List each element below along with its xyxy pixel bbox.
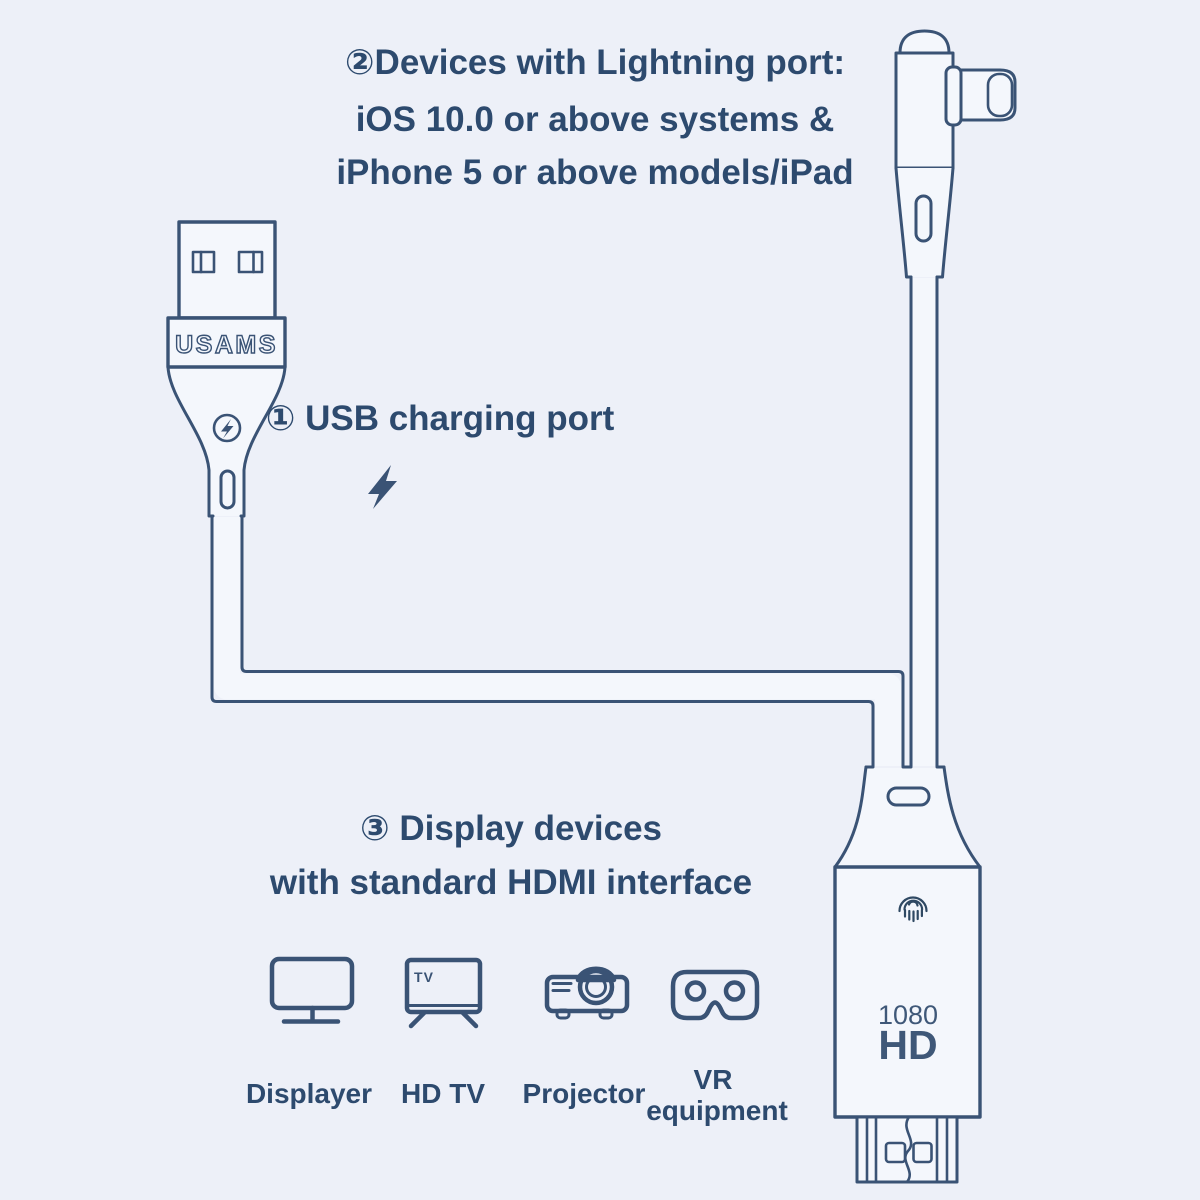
callout-usb-charging-port: ① USB charging port <box>266 399 615 509</box>
projector-foot-right <box>598 1008 614 1020</box>
projector-lens-inner <box>585 976 607 998</box>
hdtv-label: HD TV <box>401 1078 485 1109</box>
hdtv-leg-left <box>408 1010 427 1029</box>
callout-lightning-devices: ②Devices with Lightning port: iOS 10.0 o… <box>336 43 853 192</box>
usb-cable <box>210 514 905 768</box>
usb-pin-slot-left <box>191 250 216 274</box>
lightning-lower-left-edge <box>894 166 913 279</box>
callout-lightning-line1: ②Devices with Lightning port: <box>345 43 845 82</box>
callout-display-devices: ③ Display devices with standard HDMI int… <box>269 809 752 902</box>
callout-lightning-line3: iPhone 5 or above models/iPad <box>336 153 853 192</box>
usb-cable-inner-edge <box>240 514 905 768</box>
hdmi-1080-text: 1080 <box>878 1000 938 1030</box>
projector-foot-left <box>555 1008 571 1020</box>
hdmi-neck-right-edge <box>942 765 982 869</box>
hdmi-neck-left-edge <box>833 765 868 869</box>
usb-bolt-icon <box>221 419 234 439</box>
lightning-lower-body <box>896 168 953 277</box>
fingerprint-icon <box>898 896 928 923</box>
lightning-upper-body <box>894 51 955 170</box>
hdmi-plug-ridges <box>865 1115 949 1184</box>
callout-lightning-line2: iOS 10.0 or above systems & <box>356 100 835 139</box>
usb-neck-left-edge <box>166 365 215 518</box>
usb-metal-shell <box>177 220 277 320</box>
callout-usb-label: ① USB charging port <box>266 399 615 438</box>
lightning-cable <box>909 275 939 768</box>
callout-display-line1: ③ Display devices <box>360 809 662 848</box>
vr-eye-left <box>684 980 707 1002</box>
hdmi-head-fill <box>835 768 980 1117</box>
hdmi-neck-slot <box>886 786 931 807</box>
usb-bolt-circle <box>212 413 242 443</box>
usb-pin-slot-right <box>237 250 264 274</box>
hdmi-plug <box>855 1115 959 1184</box>
hdtv-icon <box>404 957 483 1015</box>
device-hd-tv: TV HD TV <box>401 957 485 1109</box>
hdmi-plug-zigzag <box>904 1115 913 1184</box>
usb-collar <box>166 316 287 369</box>
usb-neck-right-edge <box>239 365 287 518</box>
hdmi-hd-text: HD <box>878 1022 937 1068</box>
projector-body <box>544 974 630 1014</box>
displayer-label: Displayer <box>246 1078 372 1109</box>
usb-neck-slot <box>219 469 236 510</box>
lightning-plug-collar <box>944 65 963 127</box>
lightning-body-slot <box>914 194 933 243</box>
hdmi-connector: 1080 HD <box>833 765 982 1119</box>
charging-bolt-icon <box>368 465 397 509</box>
vr-label-line1: VR <box>694 1064 733 1095</box>
vr-eye-right <box>723 980 746 1002</box>
hdtv-leg-right <box>460 1010 479 1029</box>
hdtv-screen-text: TV <box>414 969 434 985</box>
callout-display-line2: with standard HDMI interface <box>269 863 752 902</box>
device-projector: Projector <box>523 966 646 1109</box>
lightning-connector <box>894 29 1017 279</box>
lightning-lower-right-edge <box>935 166 955 279</box>
lightning-cap-dome <box>898 29 951 55</box>
hdmi-plug-hole-right <box>912 1141 933 1164</box>
device-displayer: Displayer <box>246 956 372 1109</box>
projector-lens-outer <box>577 968 615 1006</box>
vr-label-line2: equipment <box>646 1095 788 1126</box>
usb-connector: USAMS <box>166 220 287 518</box>
projector-label: Projector <box>523 1078 646 1109</box>
hdmi-plug-hole-left <box>884 1141 907 1164</box>
usb-brand-text: USAMS <box>175 331 278 359</box>
device-vr: VR equipment <box>646 969 788 1126</box>
usb-cable-outer-edge <box>210 514 875 768</box>
vr-icon <box>670 969 760 1021</box>
lightning-plug-tip <box>986 72 1014 118</box>
usb-cable-fill <box>214 517 901 766</box>
